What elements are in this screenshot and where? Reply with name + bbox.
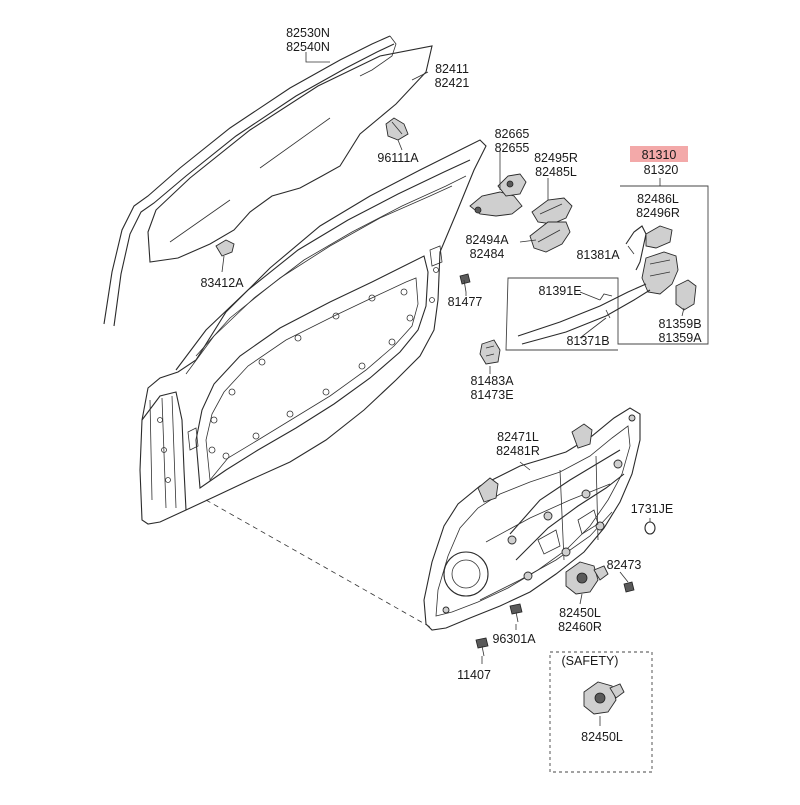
screw-96301a: [509, 603, 523, 623]
label-96111a: 96111A: [377, 151, 419, 165]
door-module-panel: [423, 407, 641, 631]
glass-clip: [385, 117, 409, 141]
label-safety: (SAFETY): [562, 654, 619, 668]
label-82450l-safety: 82450L: [581, 730, 623, 744]
label-83412a: 83412A: [200, 276, 244, 290]
label-82655: 82655: [495, 141, 530, 155]
glass-run-channel: [103, 35, 397, 327]
glass-stopper: [215, 239, 235, 257]
label-82460r: 82460R: [558, 620, 602, 634]
screw-11407: [475, 637, 489, 657]
label-82411: 82411: [435, 62, 469, 76]
label-81371b: 81371B: [566, 334, 609, 348]
label-82540n: 82540N: [286, 40, 330, 54]
label-81473e: 81473E: [470, 388, 513, 402]
latch-group: [505, 185, 709, 351]
label-81320: 81320: [644, 163, 679, 177]
leader-lines: [221, 52, 685, 726]
part-labels: 82530N 82540N 82411 82421 96111A 83412A …: [200, 26, 702, 744]
label-82665: 82665: [495, 127, 530, 141]
door-striker: [479, 339, 501, 365]
label-82450l: 82450L: [559, 606, 601, 620]
label-96301a: 96301A: [492, 632, 536, 646]
label-81381a: 81381A: [576, 248, 620, 262]
door-glass: [147, 45, 433, 263]
label-81310: 81310: [642, 148, 677, 162]
label-82530n: 82530N: [286, 26, 330, 40]
label-81359b: 81359B: [658, 317, 701, 331]
label-82495r: 82495R: [534, 151, 578, 165]
safety-group: [549, 651, 653, 773]
bolt: [459, 273, 471, 293]
label-82485l: 82485L: [535, 165, 577, 179]
door-hinge: [469, 173, 527, 217]
label-81359a: 81359A: [658, 331, 702, 345]
label-82473: 82473: [607, 558, 642, 572]
assembly-line: [205, 499, 433, 629]
motor-bolt: [623, 581, 635, 593]
grommet: [644, 521, 656, 535]
label-81391e: 81391E: [538, 284, 581, 298]
outside-handle: [531, 197, 573, 225]
label-11407: 11407: [457, 668, 491, 682]
door-frame: [139, 139, 487, 525]
label-82496r: 82496R: [636, 206, 680, 220]
regulator-motor: [565, 561, 609, 595]
label-81483a: 81483A: [470, 374, 514, 388]
label-82481r: 82481R: [496, 444, 540, 458]
label-82484: 82484: [470, 247, 505, 261]
part-highlight: [630, 146, 688, 162]
label-82494a: 82494A: [465, 233, 509, 247]
label-82421: 82421: [435, 76, 470, 90]
label-82471l: 82471L: [497, 430, 539, 444]
outside-handle-cover: [529, 221, 571, 253]
label-81477: 81477: [448, 295, 483, 309]
label-1731je: 1731JE: [631, 502, 673, 516]
label-82486l: 82486L: [637, 192, 679, 206]
